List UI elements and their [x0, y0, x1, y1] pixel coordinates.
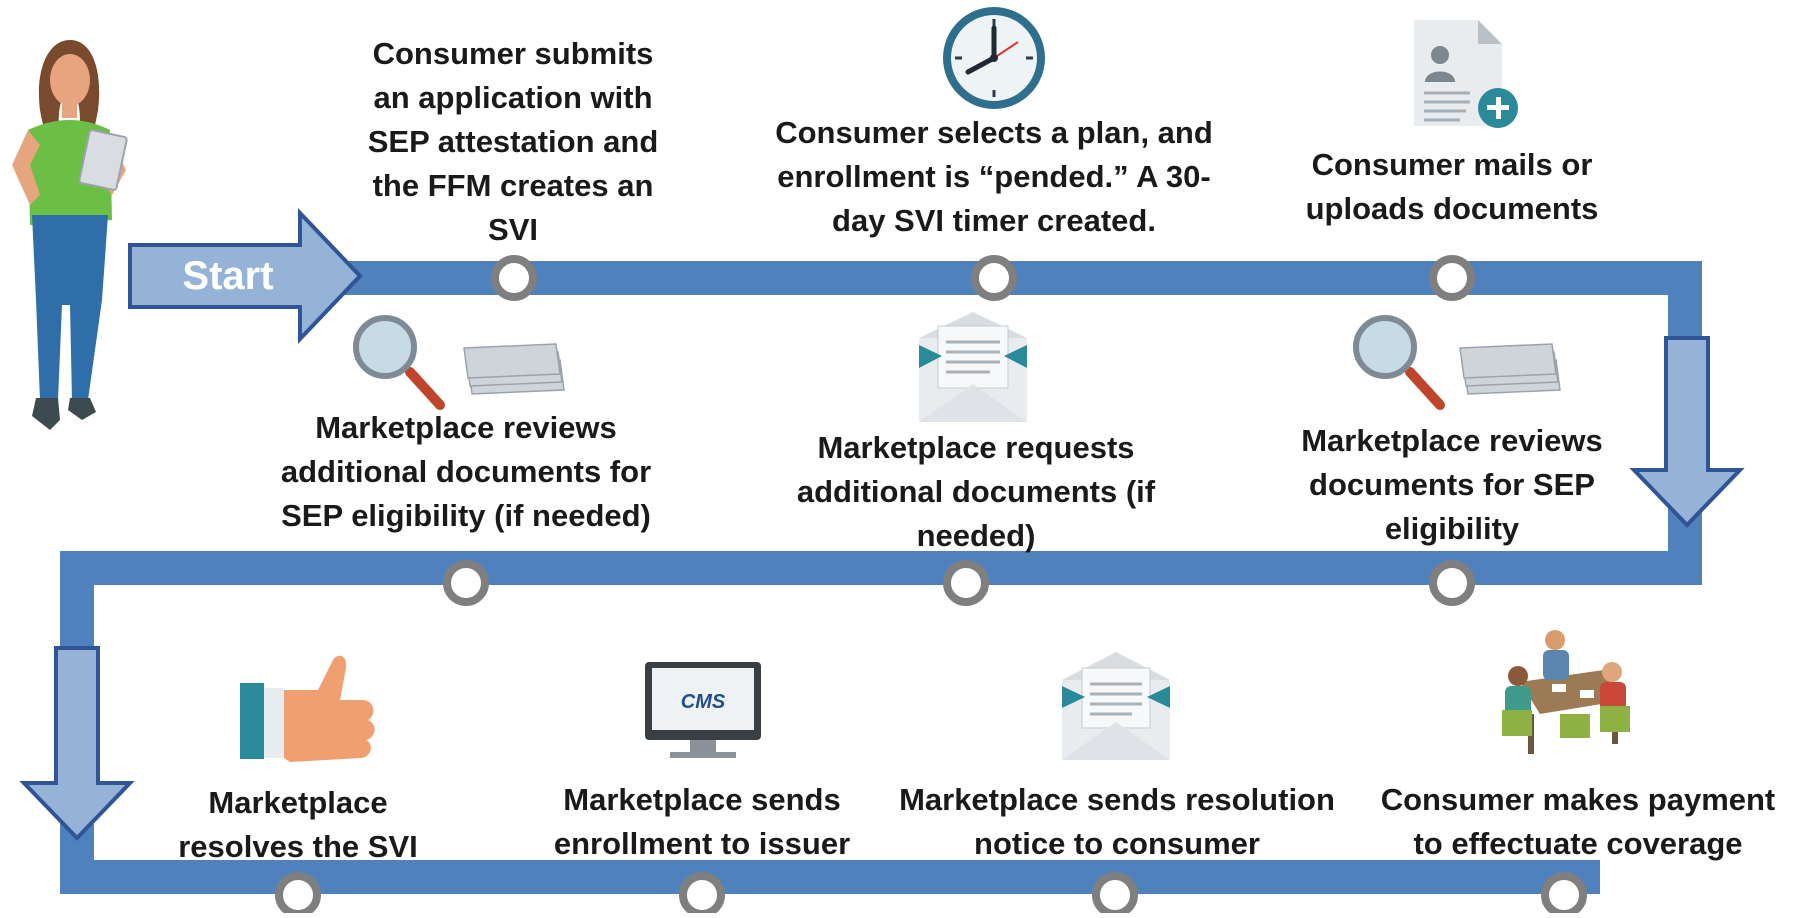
step-node [275, 872, 321, 918]
step-node [1092, 872, 1138, 918]
down-arrow-left [19, 646, 135, 841]
step-node [491, 255, 537, 301]
step-label-send-resolution-notice: Marketplace sends resolution notice to c… [899, 782, 1335, 861]
thumbs-up-icon [240, 655, 375, 762]
start-arrow [128, 208, 363, 344]
step-label-resolve-svi: Marketplace resolves the SVI [178, 785, 418, 864]
consumer-person-icon [12, 40, 128, 430]
envelope-icon [919, 312, 1027, 422]
step-node [943, 560, 989, 606]
magnifier-papers-icon [1353, 315, 1561, 410]
step-node [679, 872, 725, 918]
clock-icon [943, 7, 1045, 109]
step-node [1429, 255, 1475, 301]
step-label-send-enrollment: Marketplace sends enrollment to issuer [553, 782, 851, 861]
monitor-cms-icon: CMS [645, 662, 761, 758]
step-node [1429, 560, 1475, 606]
magnifier-papers-icon [353, 315, 565, 410]
step-label-make-payment: Consumer makes payment to effectuate cov… [1380, 782, 1776, 861]
step-label-mail-documents: Consumer mails or uploads documents [1305, 147, 1599, 226]
step-label-review-additional-documents: Marketplace reviews additional documents… [280, 410, 652, 533]
step-node [443, 560, 489, 606]
step-node [971, 255, 1017, 301]
step-label-review-documents: Marketplace reviews documents for SEP el… [1301, 423, 1603, 546]
step-label-request-documents: Marketplace requests additional document… [796, 430, 1156, 553]
step-label-submit-application: Consumer submits an application with SEP… [367, 36, 659, 247]
document-add-icon [1414, 20, 1518, 128]
cms-logo-text: CMS [681, 691, 726, 713]
down-arrow-right [1629, 336, 1745, 528]
step-label-select-plan: Consumer selects a plan, and enrollment … [775, 115, 1213, 238]
envelope-icon [1062, 652, 1170, 760]
step-node [1541, 872, 1587, 918]
meeting-table-icon [1502, 630, 1630, 754]
start-label: Start [182, 254, 273, 298]
